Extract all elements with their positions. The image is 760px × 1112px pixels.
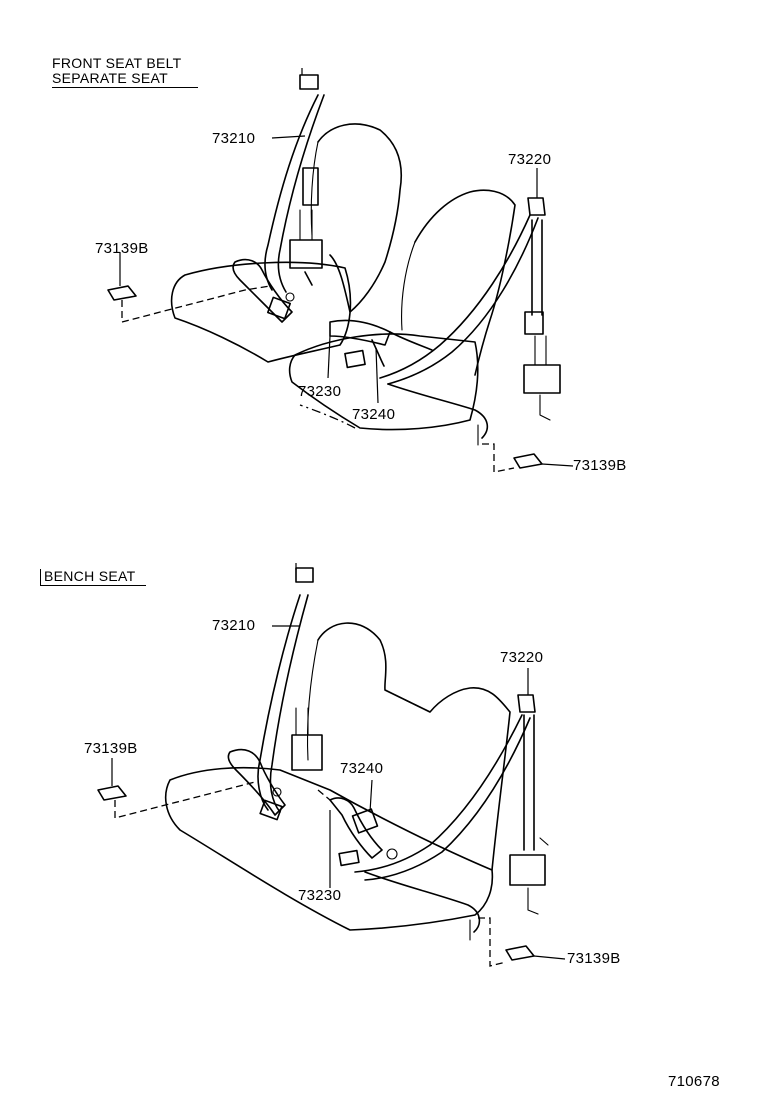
part-label-73240-top: 73240 bbox=[352, 406, 396, 423]
part-label-73210-bottom: 73210 bbox=[212, 617, 256, 634]
part-label-73230-bottom: 73230 bbox=[298, 887, 342, 904]
bench-seat-header: BENCH SEAT bbox=[40, 569, 146, 586]
part-label-73139b-bottom-left: 73139B bbox=[84, 740, 138, 757]
separate-seat-illustration bbox=[107, 68, 561, 473]
bench-seat-illustration bbox=[97, 563, 549, 967]
part-label-73139b-bottom-right: 73139B bbox=[567, 950, 621, 967]
part-label-73139b-top-right: 73139B bbox=[573, 457, 627, 474]
part-label-73240-bottom: 73240 bbox=[340, 760, 384, 777]
header-line-2: SEPARATE SEAT bbox=[52, 71, 198, 88]
header-line-1: FRONT SEAT BELT bbox=[52, 55, 182, 71]
part-label-73220-top: 73220 bbox=[508, 151, 552, 168]
separate-seat-header: FRONT SEAT BELT SEPARATE SEAT bbox=[52, 56, 198, 88]
figure-number: 710678 bbox=[668, 1073, 720, 1090]
bottom-leader-lines bbox=[111, 625, 566, 960]
part-label-73230-top: 73230 bbox=[298, 383, 342, 400]
part-label-73139b-top-left: 73139B bbox=[95, 240, 149, 257]
top-leader-lines bbox=[119, 135, 574, 467]
part-label-73210-top: 73210 bbox=[212, 130, 256, 147]
part-label-73220-bottom: 73220 bbox=[500, 649, 544, 666]
